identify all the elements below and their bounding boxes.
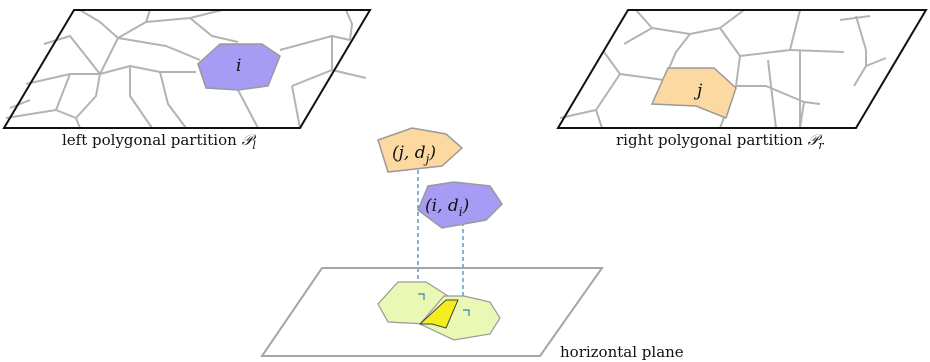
right-partition: j — [556, 9, 928, 129]
cell-i-label: i — [236, 56, 241, 76]
lifted-j-label: (j, dj) — [392, 143, 436, 166]
left-partition: i — [2, 9, 372, 129]
right-partition-caption: right polygonal partition 𝒫r — [616, 131, 824, 152]
left-partition-caption: left polygonal partition 𝒫l — [62, 131, 256, 152]
lifted-i-polygon — [417, 181, 503, 229]
horizontal-plane-caption: horizontal plane — [560, 343, 684, 361]
lifted-j-polygon — [377, 127, 464, 173]
lifted-i-label: (i, di) — [425, 196, 469, 219]
lifted-polygons: (j, dj) (i, di) — [377, 127, 503, 316]
cell-j-label: j — [693, 81, 703, 101]
cell-i-polygon — [197, 43, 281, 91]
horizontal-plane — [260, 267, 604, 357]
cell-j-polygon — [650, 67, 737, 119]
overlap-polygon — [418, 299, 459, 329]
